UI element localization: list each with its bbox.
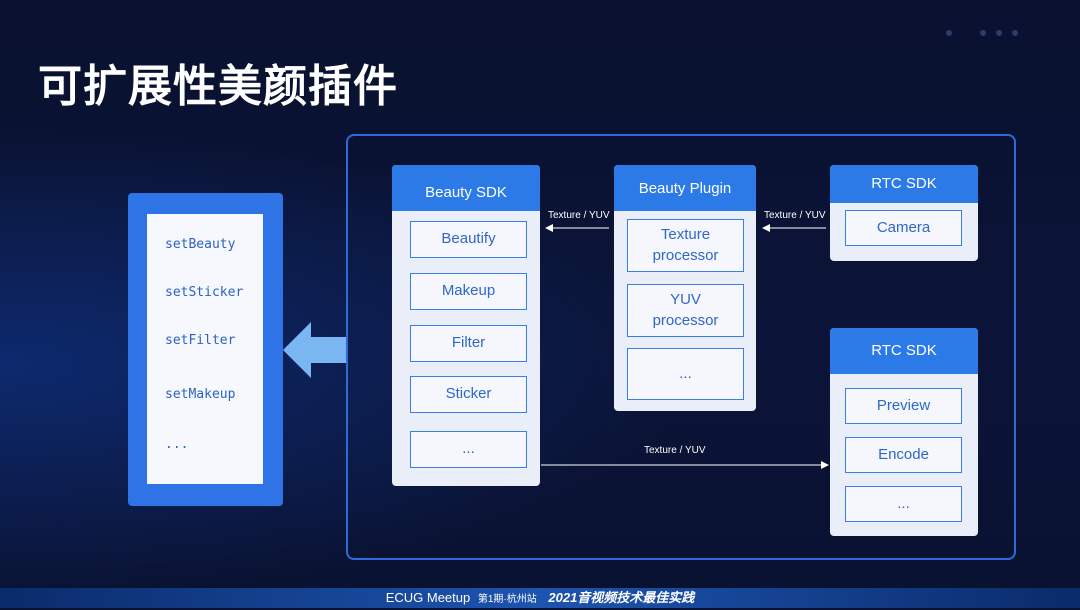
beauty-sdk-item-beautify: Beautify — [410, 221, 527, 258]
footer-theme: 2021音视频技术最佳实践 — [548, 590, 695, 605]
api-item-setmakeup: setMakeup — [165, 387, 236, 402]
sdk-container — [346, 134, 1016, 560]
api-item-more: ... — [165, 437, 189, 452]
beauty-sdk-item-filter: Filter — [410, 325, 527, 362]
rtc-sdk-top-item-camera: Camera — [845, 210, 962, 246]
rtc-sdk-bottom-item-more: ... — [845, 486, 962, 522]
rtc-sdk-bottom-item-encode: Encode — [845, 437, 962, 473]
beauty-sdk-item-makeup: Makeup — [410, 273, 527, 310]
api-item-setfilter: setFilter — [165, 333, 236, 348]
beauty-plugin-item-more: ... — [627, 348, 744, 400]
beauty-plugin-item-texture: Texture processor — [627, 219, 744, 272]
api-list — [147, 214, 263, 484]
footer-event: ECUG Meetup — [385, 590, 471, 605]
edge-label-rtc-to-plugin: Texture / YUV — [764, 210, 826, 221]
beauty-sdk-title: Beauty SDK — [392, 165, 540, 211]
edge-label-sdk-to-rtc: Texture / YUV — [644, 445, 706, 456]
rtc-sdk-bottom-card: RTC SDK — [830, 328, 978, 536]
big-left-arrow — [283, 322, 346, 378]
beauty-plugin-title: Beauty Plugin — [614, 165, 756, 211]
footer-session: 第1期·杭州站 — [477, 594, 537, 605]
api-item-setsticker: setSticker — [165, 285, 244, 300]
edge-label-plugin-to-sdk: Texture / YUV — [548, 210, 610, 221]
rtc-sdk-top-title: RTC SDK — [830, 165, 978, 203]
rtc-sdk-bottom-title: RTC SDK — [830, 328, 978, 374]
beauty-sdk-item-sticker: Sticker — [410, 376, 527, 413]
beauty-sdk-item-more: ... — [410, 431, 527, 468]
beauty-plugin-item-yuv: YUV processor — [627, 284, 744, 337]
api-item-setbeauty: setBeauty — [165, 237, 236, 252]
footer-bar: ECUG Meetup 第1期·杭州站 2021音视频技术最佳实践 — [0, 588, 1080, 608]
rtc-sdk-bottom-item-preview: Preview — [845, 388, 962, 424]
slide-title: 可扩展性美颜插件 — [38, 61, 398, 112]
decorative-dots — [946, 30, 1018, 36]
